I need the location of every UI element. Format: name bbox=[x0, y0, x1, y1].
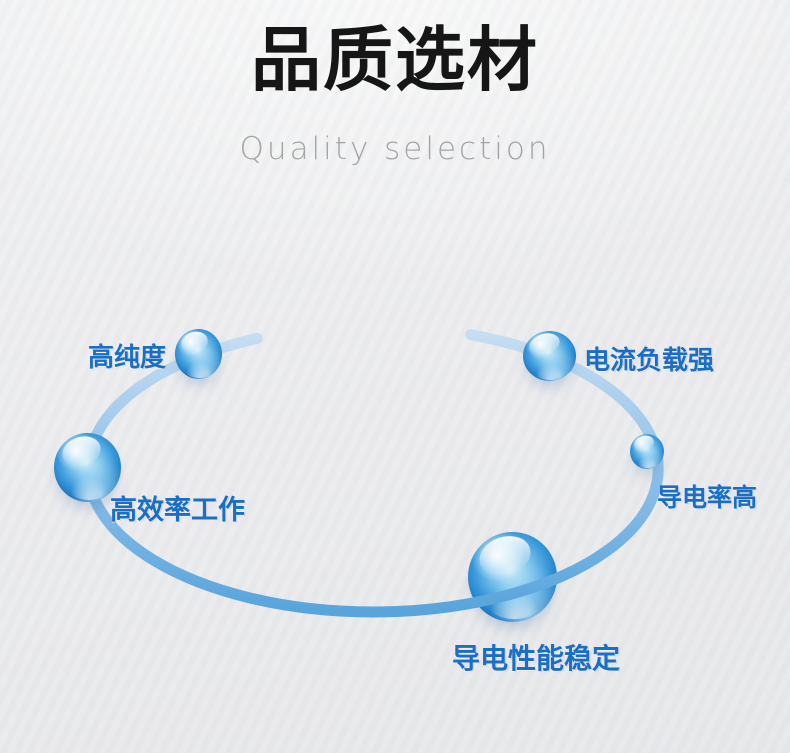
page-subtitle: Quality selection bbox=[239, 131, 551, 167]
orbit-arc-path bbox=[82, 329, 664, 618]
feature-label: 高效率工作 bbox=[110, 495, 245, 526]
glossy-sphere-icon bbox=[523, 331, 576, 381]
feature-label: 电流负载强 bbox=[584, 346, 715, 376]
feature-label: 导电率高 bbox=[657, 483, 758, 512]
feature-label: 高纯度 bbox=[87, 343, 166, 373]
feature-label: 导电性能稳定 bbox=[452, 642, 621, 675]
page-title: 品质选材 bbox=[251, 19, 539, 101]
glossy-sphere-icon bbox=[175, 329, 222, 379]
glossy-sphere-icon bbox=[468, 532, 557, 622]
glossy-sphere-icon bbox=[630, 434, 664, 469]
